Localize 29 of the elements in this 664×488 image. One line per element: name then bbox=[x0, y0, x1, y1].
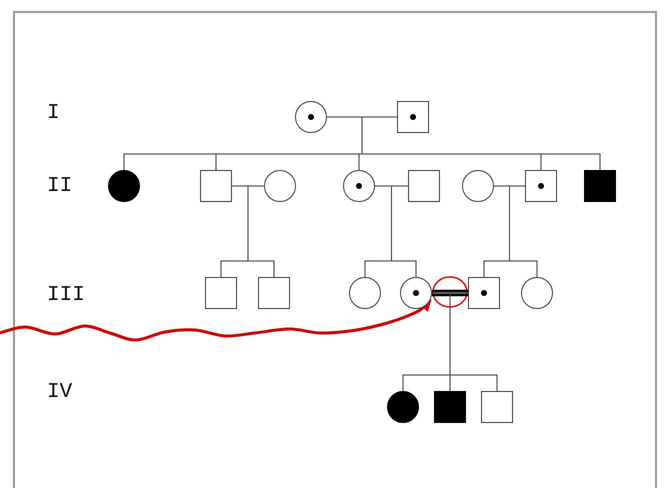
carrier-female-symbol bbox=[295, 101, 327, 133]
unaffected-female-symbol bbox=[462, 170, 494, 202]
affected-female-symbol bbox=[387, 391, 419, 423]
unaffected-male-symbol bbox=[481, 391, 513, 423]
carrier-female-symbol bbox=[400, 277, 432, 309]
generation-label: II bbox=[47, 175, 72, 199]
unaffected-female-symbol bbox=[349, 277, 381, 309]
affected-female-symbol bbox=[108, 170, 140, 202]
pedigree-line bbox=[509, 186, 538, 278]
generation-label: IV bbox=[47, 381, 72, 405]
pedigree-line bbox=[450, 292, 498, 392]
unaffected-male-symbol bbox=[258, 277, 290, 309]
affected-male-symbol bbox=[434, 391, 466, 423]
carrier-male-symbol bbox=[468, 277, 500, 309]
carrier-female-symbol bbox=[343, 170, 375, 202]
affected-male-symbol bbox=[584, 170, 616, 202]
unaffected-male-symbol bbox=[205, 277, 237, 309]
carrier-male-symbol bbox=[525, 170, 557, 202]
unaffected-female-symbol bbox=[264, 170, 296, 202]
generation-label: I bbox=[47, 102, 60, 126]
pedigree-line bbox=[391, 186, 416, 278]
pedigree-line bbox=[248, 186, 274, 278]
unaffected-male-symbol bbox=[408, 170, 440, 202]
consanguineous-mating-line bbox=[430, 290, 470, 296]
pointer-arrow bbox=[0, 299, 432, 342]
generation-label: III bbox=[47, 284, 85, 308]
carrier-male-symbol bbox=[397, 101, 429, 133]
unaffected-male-symbol bbox=[200, 170, 232, 202]
unaffected-female-symbol bbox=[521, 277, 553, 309]
